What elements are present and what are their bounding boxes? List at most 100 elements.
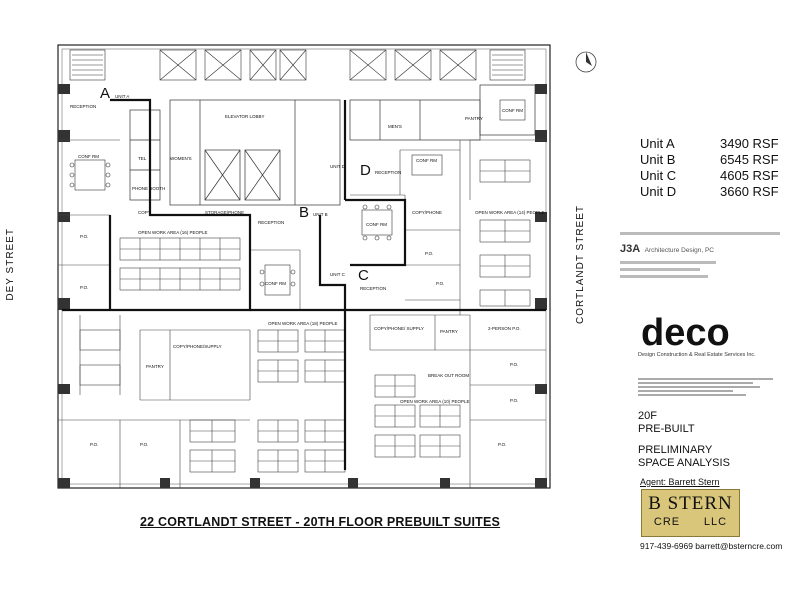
divider xyxy=(620,275,708,278)
label-break-out-room: BREAK OUT ROOM xyxy=(428,373,469,378)
label-tel: TEL xyxy=(138,156,147,161)
label-open-work-a: OPEN WORK AREA (16) PEOPLE xyxy=(138,230,208,235)
title-line2: SPACE ANALYSIS xyxy=(638,457,730,469)
label-open-work-b: OPEN WORK AREA (18) PEOPLE xyxy=(268,321,338,326)
label-copy-phone-supply-b: COPY/PHONE/SUPPLY xyxy=(173,344,222,349)
bstern-logo-left: CRE xyxy=(653,516,681,528)
bstern-logo-bottom: CRE LLC xyxy=(642,516,739,528)
label-po-2: P.O. xyxy=(80,285,88,290)
label-open-work-c: OPEN WORK AREA (10) PEOPLE xyxy=(400,399,470,404)
street-right: CORTLANDT STREET xyxy=(575,205,595,335)
top-bays xyxy=(69,49,526,81)
label-mens: MEN'S xyxy=(388,124,402,129)
label-conf-rm-a: CONF RM xyxy=(78,154,99,159)
label-conf-rm-e: CONF RM xyxy=(502,108,523,113)
label-conf-rm-b: CONF RM xyxy=(265,281,286,286)
label-conf-rm-d: CONF RM xyxy=(416,158,437,163)
label-po-3: P.O. xyxy=(90,442,98,447)
unit-name: Unit D xyxy=(640,184,677,199)
label-pantry-top: PANTRY xyxy=(465,116,483,121)
label-po-6: P.O. xyxy=(510,398,518,403)
label-copy-phone: COPY/PHONE xyxy=(412,210,442,215)
unit-letter-a: A xyxy=(100,85,110,102)
label-po-7: P.O. xyxy=(498,442,506,447)
unit-row: Unit A 3490 RSF xyxy=(640,136,779,152)
label-conf-rm-c: CONF RM xyxy=(366,222,387,227)
divider xyxy=(638,394,746,396)
unit-area: 4605 RSF xyxy=(720,168,779,183)
deco-logo: deco xyxy=(641,312,730,354)
deco-subtitle: Design Construction & Real Estate Servic… xyxy=(638,352,756,358)
partitions xyxy=(58,139,546,488)
label-unit-a: UNIT A xyxy=(115,94,129,99)
unit-area: 3660 RSF xyxy=(720,184,779,199)
label-unit-b: UNIT B xyxy=(313,212,328,217)
building-outline xyxy=(57,44,551,489)
architect-name: Architecture Design, PC xyxy=(644,247,715,254)
workstations xyxy=(79,159,531,473)
street-left: DEY STREET xyxy=(5,228,25,308)
bstern-logo-top: B STERN xyxy=(648,493,733,514)
label-reception-a: RECEPTION xyxy=(70,104,96,109)
unit-name: Unit C xyxy=(640,168,677,183)
conference-tables xyxy=(69,99,526,296)
title-line1: PRELIMINARY xyxy=(638,444,713,456)
label-reception-d: RECEPTION xyxy=(375,170,401,175)
unit-row: Unit C 4605 RSF xyxy=(640,168,779,184)
architect-logo-row: J3A Architecture Design, PC xyxy=(620,239,780,257)
street-left-label: DEY STREET xyxy=(5,228,16,301)
unit-boundaries xyxy=(62,98,546,470)
architect-logo: J3A xyxy=(620,243,641,255)
divider xyxy=(638,378,773,380)
architect-block: J3A Architecture Design, PC xyxy=(620,228,780,282)
label-phone-booth: PHONE BOOTH xyxy=(132,186,165,191)
title-floor: 20F xyxy=(638,410,657,422)
title-block: 20F PRE-BUILT PRELIMINARY SPACE ANALYSIS xyxy=(638,410,730,470)
divider xyxy=(620,268,700,271)
label-storage-phone: STORAGE/PHONE xyxy=(205,210,244,215)
label-unit-d: UNIT D xyxy=(330,164,346,169)
bstern-logo: B STERN CRE LLC xyxy=(641,489,740,537)
label-pantry-b: PANTRY xyxy=(146,364,164,369)
unit-area-table: Unit A 3490 RSF Unit B 6545 RSF Unit C 4605… xyxy=(640,136,779,200)
label-po-8: P.O. xyxy=(425,251,433,256)
divider xyxy=(638,390,733,392)
unit-name: Unit B xyxy=(640,152,676,167)
fine-print xyxy=(638,376,773,398)
unit-area: 6545 RSF xyxy=(720,152,779,167)
label-po-4: P.O. xyxy=(140,442,148,447)
label-elevator-lobby: ELEVATOR LOBBY xyxy=(225,114,265,119)
unit-name: Unit A xyxy=(640,136,675,151)
unit-area: 3490 RSF xyxy=(720,136,779,151)
label-copy: COPY xyxy=(138,210,151,215)
unit-letter-c: C xyxy=(358,267,369,284)
divider xyxy=(638,382,753,384)
divider xyxy=(638,386,760,388)
north-arrow-icon xyxy=(575,51,597,73)
building-inner-outline xyxy=(61,48,547,485)
plan-caption: 22 CORTLANDT STREET - 20TH FLOOR PREBUIL… xyxy=(140,515,501,529)
unit-letter-d: D xyxy=(360,162,371,179)
label-open-work-d: OPEN WORK AREA (14) PEOPLE xyxy=(475,210,545,215)
title-status: PRE-BUILT xyxy=(638,423,695,435)
contact-info: 917-439-6969 barrett@bsterncre.com xyxy=(640,541,783,551)
label-unit-c: UNIT C xyxy=(330,272,346,277)
unit-letter-b: B xyxy=(299,204,309,221)
label-copy-phone-supply: COPY/PHONE/ SUPPLY xyxy=(374,326,424,331)
unit-row: Unit B 6545 RSF xyxy=(640,152,779,168)
label-po-5: P.O. xyxy=(510,362,518,367)
label-pantry-c: PANTRY xyxy=(440,329,458,334)
street-right-label: CORTLANDT STREET xyxy=(575,205,586,324)
core-walls xyxy=(129,84,536,206)
divider xyxy=(620,232,780,235)
label-womens: WOMEN'S xyxy=(170,156,192,161)
columns xyxy=(58,84,547,488)
label-2-person-po: 2-PERSON P.O. xyxy=(488,326,521,331)
bstern-logo-right: LLC xyxy=(703,516,728,528)
unit-row: Unit D 3660 RSF xyxy=(640,184,779,200)
label-po-1: P.O. xyxy=(80,234,88,239)
label-reception-b: RECEPTION xyxy=(258,220,284,225)
divider xyxy=(620,261,716,264)
label-po-9: P.O. xyxy=(436,281,444,286)
